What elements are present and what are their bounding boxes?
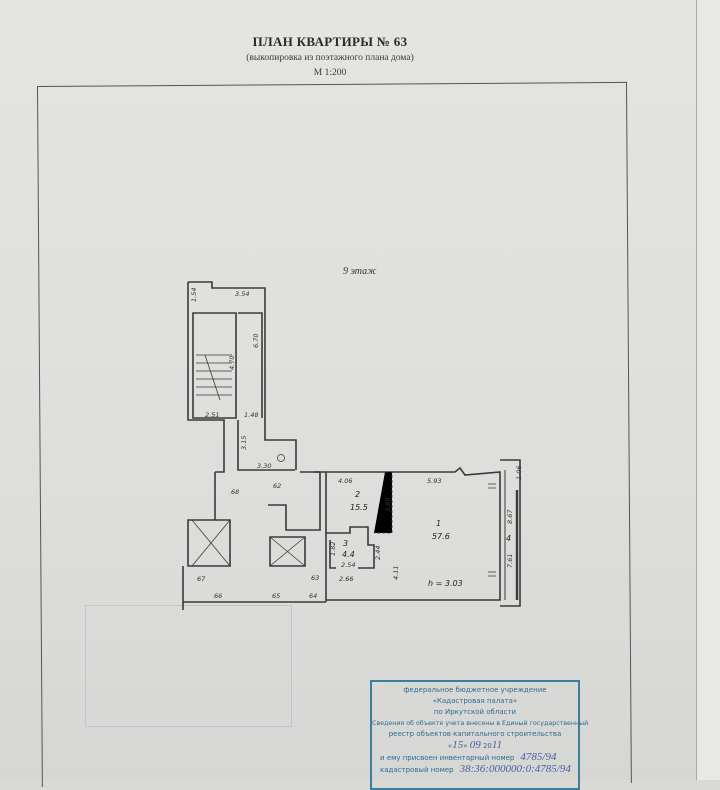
dimension-label: 2.66 bbox=[339, 575, 353, 583]
dimension-label: 1.48 bbox=[244, 411, 258, 419]
document-sheet bbox=[0, 0, 700, 780]
dimension-label: 2.54 bbox=[341, 561, 355, 569]
stamp-line: федеральное бюджетное учреждение bbox=[403, 686, 547, 694]
dimension-label: 7.61 bbox=[506, 554, 514, 568]
plan-walls bbox=[182, 281, 521, 610]
inventory-number: 4785/94 bbox=[520, 751, 557, 763]
inventory-line: и ему присвоен инвентарный номер 4785/94 bbox=[372, 752, 578, 764]
cadastral-stamp: федеральное бюджетное учреждение «Кадаст… bbox=[370, 680, 589, 790]
room-number: 2 bbox=[355, 490, 360, 499]
dimension-label: 3.54 bbox=[235, 290, 249, 298]
ceiling-height: h = 3.03 bbox=[428, 579, 463, 588]
dimension-label: 5.93 bbox=[427, 477, 441, 485]
neighbor-number: 65 bbox=[272, 592, 280, 600]
stamp-line: «Кадастровая палата» bbox=[432, 697, 518, 705]
neighbor-number: 68 bbox=[231, 488, 239, 496]
neighbor-number: 67 bbox=[197, 575, 206, 583]
dimension-label: 4.11 bbox=[392, 566, 400, 580]
stamp-line: Сведения об объекте учета внесены в Един… bbox=[372, 720, 589, 727]
document-title: ПЛАН КВАРТИРЫ № 63 bbox=[252, 34, 408, 49]
cadastral-line: кадастровый номер 38:36:000000:0:4785/94 bbox=[372, 764, 578, 776]
stamp-date: «15» 09 2011 bbox=[447, 739, 503, 751]
plan-dimensions: 3.54 1.54 6.70 4.70 2.51 1.48 3.15 3.30 … bbox=[190, 288, 523, 583]
neighbor-number: 66 bbox=[214, 592, 222, 600]
dimension-label: 1.06 bbox=[515, 466, 523, 480]
adjacent-page-edge bbox=[696, 0, 720, 780]
dimension-label: 4.06 bbox=[338, 477, 352, 485]
room-number: 3 bbox=[343, 539, 348, 548]
dimension-label: 3.89 bbox=[384, 498, 392, 512]
neighbor-number: 62 bbox=[273, 482, 281, 490]
room-number: 4 bbox=[506, 534, 511, 543]
stamp-year-prefix: 20 bbox=[482, 742, 492, 750]
room-area: 15.5 bbox=[350, 503, 368, 512]
stamp-year-suffix: 11 bbox=[491, 739, 503, 751]
stamp-line: реестр объектов капитального строительст… bbox=[388, 730, 562, 738]
dimension-label: 4.70 bbox=[228, 356, 236, 370]
document-scale: М 1:200 bbox=[313, 68, 347, 78]
document-subtitle: (выкопировка из поэтажного плана дома) bbox=[246, 53, 414, 63]
neighbor-number: 63 bbox=[311, 574, 319, 582]
faded-stamp bbox=[85, 605, 292, 727]
stamp-line: по Иркутской области bbox=[433, 708, 517, 716]
room-area: 57.6 bbox=[432, 532, 450, 541]
room-area: 4.4 bbox=[342, 550, 355, 559]
dimension-label: 2.51 bbox=[205, 411, 219, 419]
dimension-label: 3.15 bbox=[240, 436, 248, 450]
dimension-label: 2.44 bbox=[374, 546, 382, 560]
stamp-month: 09 bbox=[469, 739, 481, 751]
dimension-label: 8.67 bbox=[506, 509, 514, 524]
room-number: 1 bbox=[436, 519, 441, 528]
plan-details bbox=[191, 354, 496, 577]
dimension-label: 6.70 bbox=[252, 334, 260, 348]
dimension-label: 1.82 bbox=[329, 542, 337, 556]
floor-label: 9 этаж bbox=[343, 266, 377, 277]
plan-rooms: 1 57.6 2 15.5 3 4.4 4 h = 3.03 62 63 64 … bbox=[197, 482, 511, 600]
cadastral-label: кадастровый номер bbox=[380, 766, 454, 774]
stamp-day: 15 bbox=[452, 739, 464, 751]
dimension-label: 3.30 bbox=[257, 462, 271, 470]
inventory-label: и ему присвоен инвентарный номер bbox=[380, 754, 515, 762]
dimension-label: 1.54 bbox=[190, 288, 198, 302]
neighbor-number: 64 bbox=[309, 592, 317, 600]
cadastral-number: 38:36:000000:0:4785/94 bbox=[459, 763, 571, 775]
